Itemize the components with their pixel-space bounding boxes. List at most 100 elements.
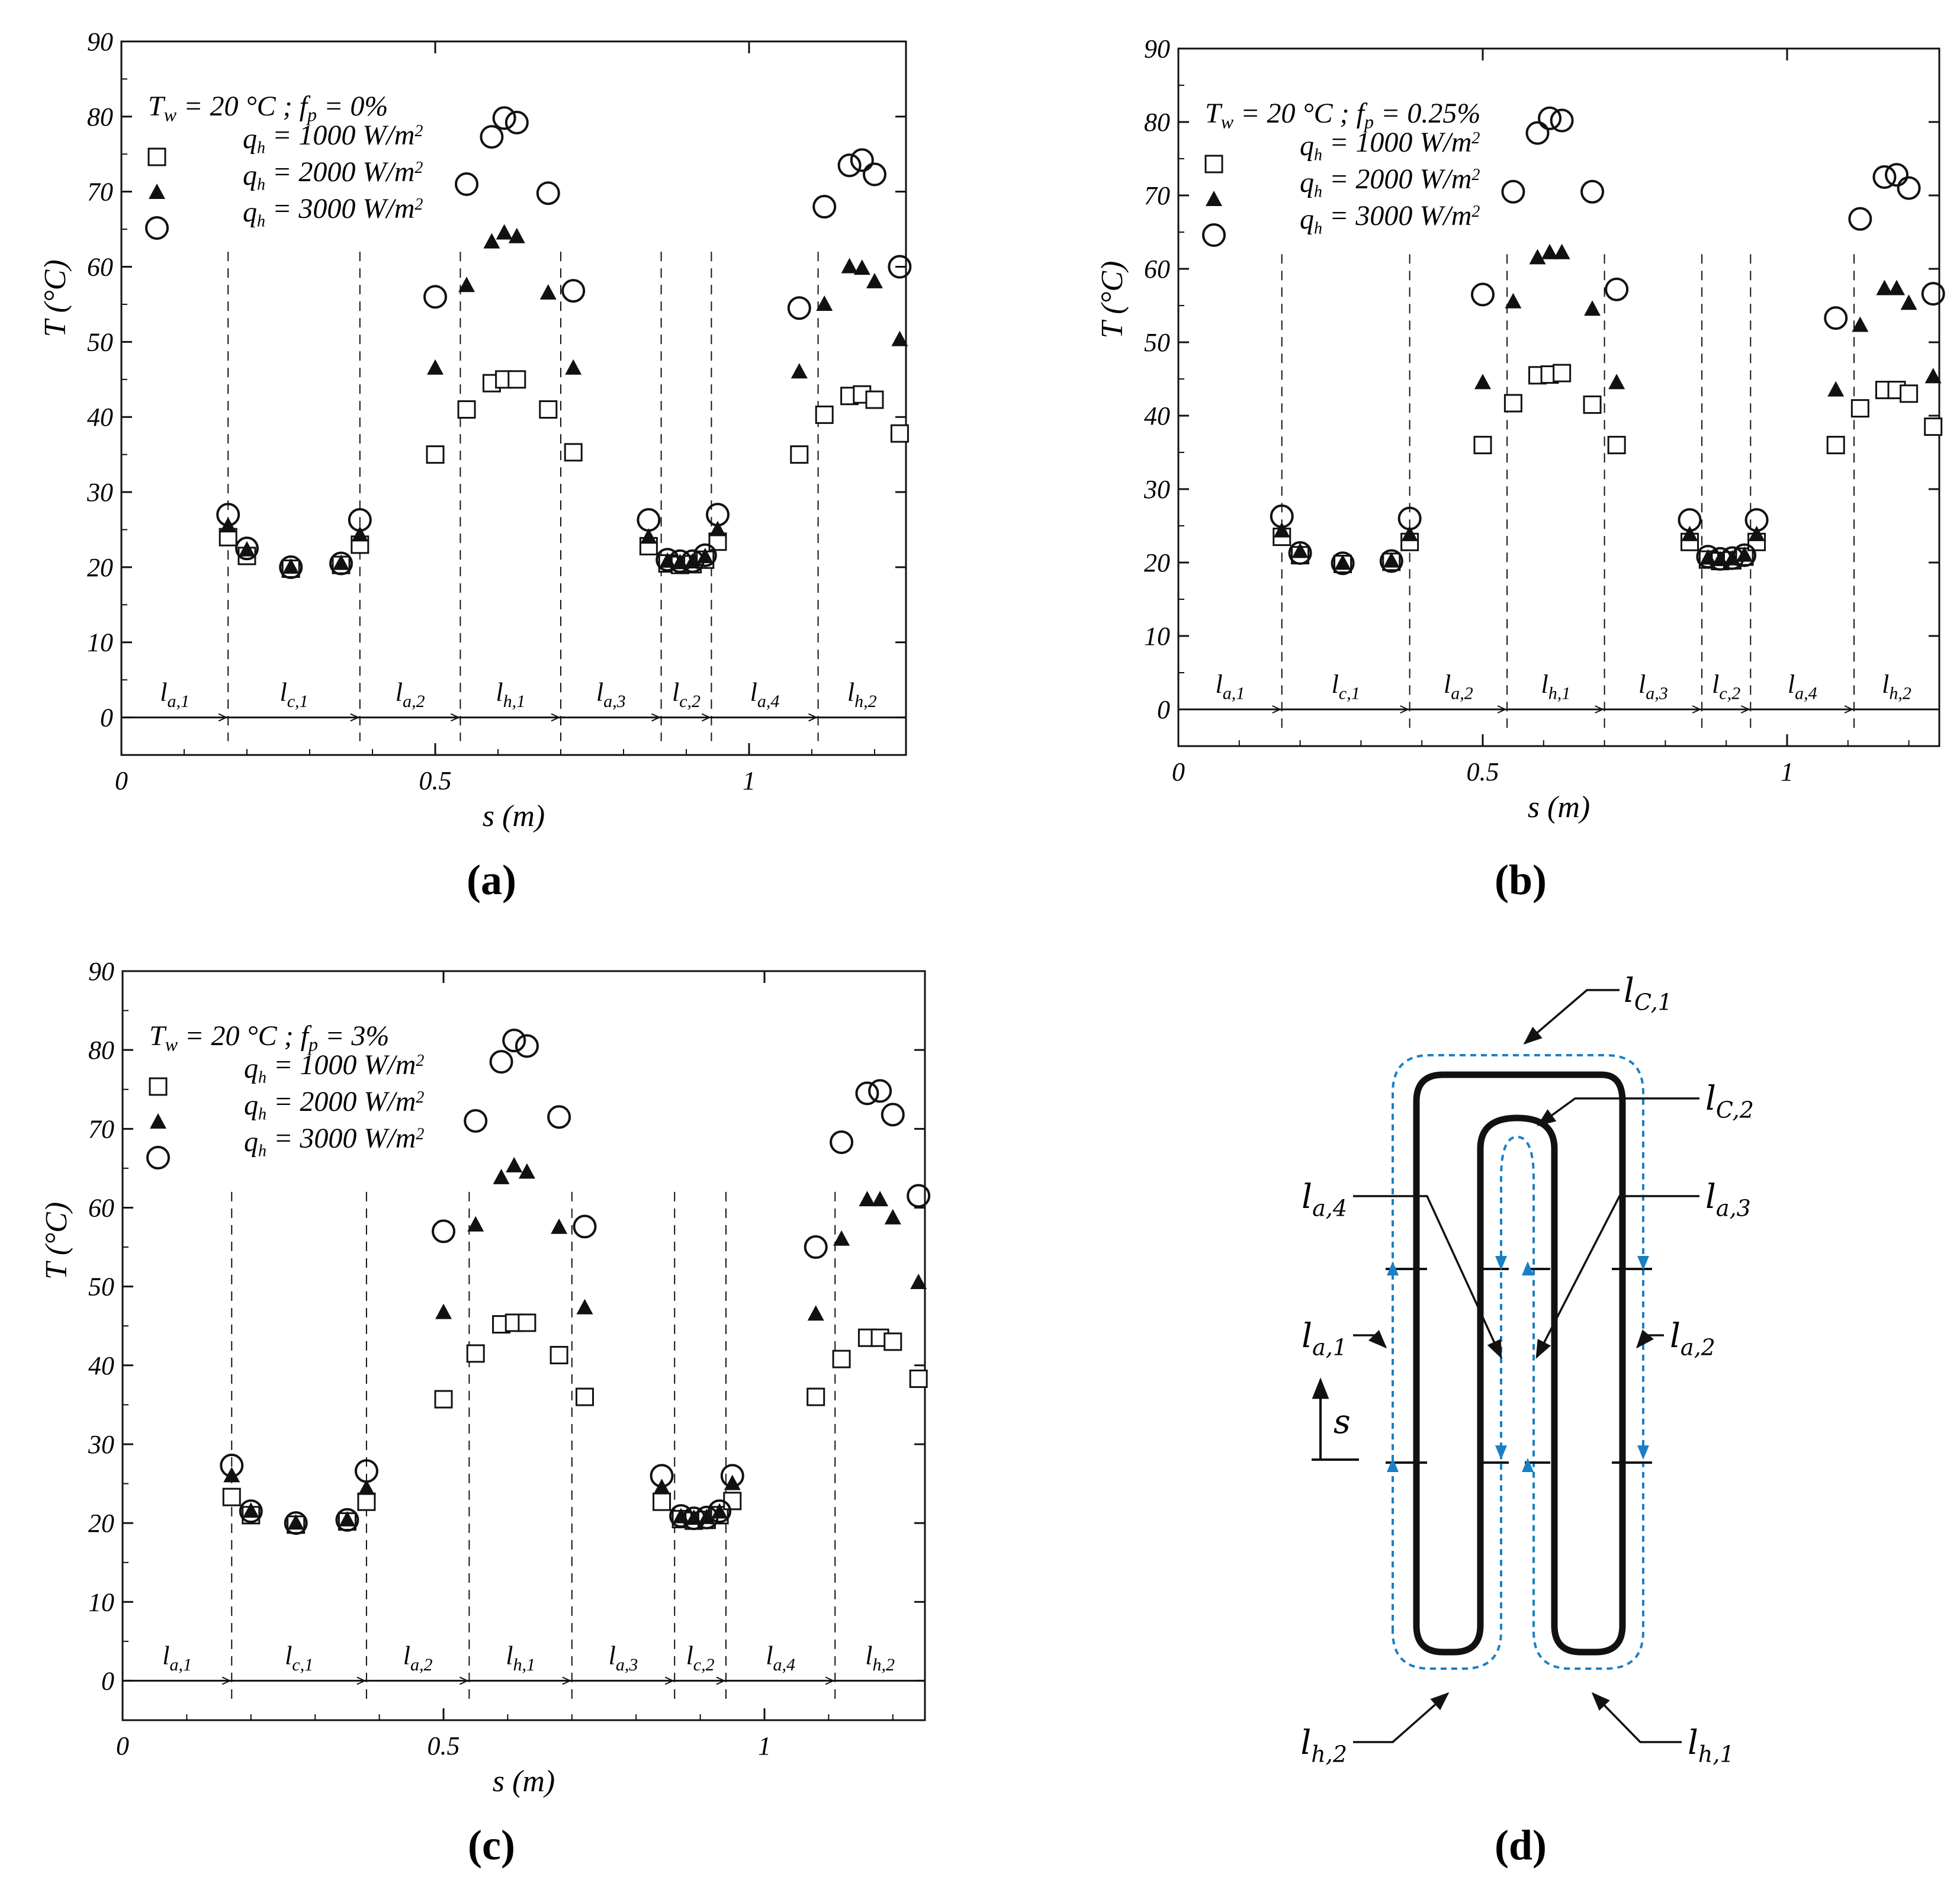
legend-entry: qh = 1000 W/m2 xyxy=(243,120,423,157)
data-point-circle xyxy=(837,153,862,178)
x-tick-label: 0.5 xyxy=(1467,757,1499,786)
data-point-triangle xyxy=(1273,522,1290,538)
data-point-triangle xyxy=(859,1191,876,1207)
plot-frame xyxy=(120,40,907,756)
segment-label: lh,2 xyxy=(865,1641,895,1675)
legend-entry: qh = 3000 W/m2 xyxy=(244,1123,424,1160)
legend-entry: qh = 1000 W/m2 xyxy=(1300,127,1480,164)
legend-entry: qh = 3000 W/m2 xyxy=(243,193,423,230)
plot-frame xyxy=(1177,47,1940,747)
x-tick-label: 0 xyxy=(116,1731,129,1760)
data-point-triangle xyxy=(508,227,525,243)
data-point-triangle xyxy=(1383,552,1400,568)
data-point-circle xyxy=(505,110,529,134)
data-point-square xyxy=(434,1390,453,1409)
data-point-square xyxy=(1826,436,1845,455)
baseline-arrowhead xyxy=(459,1680,468,1685)
data-point-circle xyxy=(573,1214,597,1239)
data-point-square xyxy=(539,400,558,419)
baseline-arrowhead xyxy=(562,1680,571,1685)
data-point-circle xyxy=(863,162,886,187)
data-point-triangle xyxy=(358,1479,375,1495)
flow-arrow-up xyxy=(1522,1261,1534,1275)
data-point-circle xyxy=(888,255,912,279)
segment-label: lh,1 xyxy=(496,678,525,712)
baseline-arrowhead xyxy=(450,713,459,718)
x-tick-label: 1 xyxy=(743,766,756,795)
panel-caption: (a) xyxy=(467,856,516,904)
baseline-arrowhead xyxy=(218,716,227,722)
data-point-triangle xyxy=(910,1273,927,1289)
data-point-circle xyxy=(354,1459,378,1483)
baseline-arrowhead xyxy=(825,1676,834,1682)
data-point-triangle xyxy=(223,1467,240,1483)
data-point-circle xyxy=(907,1184,931,1208)
y-tick-label: 20 xyxy=(88,1509,114,1538)
y-tick-label: 20 xyxy=(87,553,113,582)
legend-entry: qh = 2000 W/m2 xyxy=(243,156,423,194)
legend-entry: qh = 3000 W/m2 xyxy=(1300,200,1480,237)
flow-arrow-up xyxy=(1522,1458,1534,1472)
label-la4: la,4 xyxy=(1302,1178,1347,1221)
segment-label: la,3 xyxy=(1638,670,1668,703)
data-point-triangle xyxy=(287,1514,304,1530)
data-point-triangle xyxy=(1291,542,1309,558)
data-point-circle xyxy=(489,1050,513,1074)
segment-label: la,2 xyxy=(403,1641,433,1675)
y-tick-label: 30 xyxy=(1143,475,1170,504)
y-tick-label: 60 xyxy=(87,253,113,282)
data-point-circle xyxy=(1538,106,1562,130)
data-point-circle xyxy=(561,279,586,303)
condition-annotation: Tw​ = 20 °C ; fp​ = 0% xyxy=(148,91,388,126)
data-point-triangle xyxy=(493,1168,510,1184)
label-lh1: lh,1 xyxy=(1688,1724,1734,1767)
data-point-circle xyxy=(423,285,447,309)
segment-label: la,1 xyxy=(160,678,189,712)
legend-marker xyxy=(149,184,165,199)
data-point-square xyxy=(1583,395,1602,414)
baseline-arrowhead xyxy=(651,713,660,718)
data-point-triangle xyxy=(339,1511,356,1527)
y-tick-label: 10 xyxy=(1144,622,1170,651)
data-point-circle xyxy=(502,1029,526,1053)
data-point-circle xyxy=(1550,108,1574,133)
data-point-triangle xyxy=(640,528,657,544)
data-point-circle xyxy=(1720,546,1744,570)
baseline-arrowhead xyxy=(716,1680,725,1685)
y-tick-label: 70 xyxy=(1144,181,1170,210)
baseline-arrowhead xyxy=(221,1680,230,1685)
loop-tube xyxy=(1413,1071,1626,1656)
data-point-square xyxy=(1607,436,1626,455)
label-lc1: lC,1 xyxy=(1624,972,1672,1015)
data-point-triangle xyxy=(458,277,475,293)
legend-marker xyxy=(150,1113,166,1129)
data-point-square xyxy=(550,1345,568,1364)
y-tick-label: 0 xyxy=(100,703,113,732)
flow-arrow-down xyxy=(1637,1256,1649,1270)
y-tick-label: 50 xyxy=(88,1273,114,1302)
data-point-circle xyxy=(669,1504,693,1528)
data-point-circle xyxy=(235,536,259,561)
data-point-triangle xyxy=(1699,549,1717,565)
y-axis-label: T (°C) xyxy=(1095,261,1129,339)
data-point-triangle xyxy=(1529,249,1546,265)
data-point-square xyxy=(832,1349,851,1368)
data-point-circle xyxy=(220,1453,244,1477)
label-lh2: lh,2 xyxy=(1300,1724,1347,1767)
data-point-triangle xyxy=(1401,525,1418,541)
data-point-circle xyxy=(708,1499,732,1524)
data-point-circle xyxy=(720,1464,744,1488)
segment-label: lc,1 xyxy=(1332,670,1360,703)
segment-label: la,1 xyxy=(162,1641,192,1675)
segment-label: lc,1 xyxy=(279,678,308,712)
baseline-arrowhead xyxy=(1272,705,1281,710)
leader-la1 xyxy=(1353,1330,1387,1349)
baseline-arrowhead xyxy=(664,1680,673,1685)
data-point-circle xyxy=(515,1034,539,1058)
label-la1: la,1 xyxy=(1302,1317,1347,1360)
data-point-circle xyxy=(432,1219,455,1243)
x-tick-label: 0.5 xyxy=(428,1731,460,1760)
